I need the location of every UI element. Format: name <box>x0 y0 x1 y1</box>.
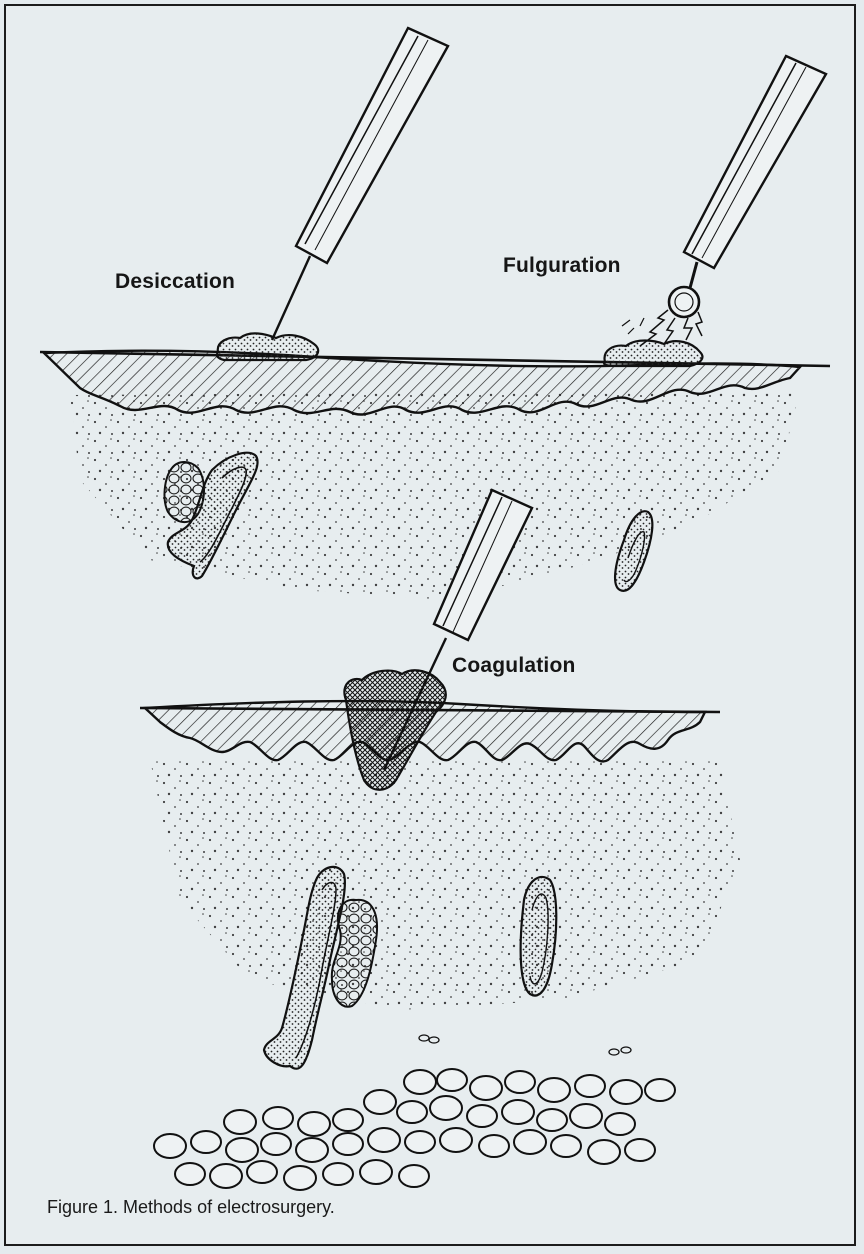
lower-dermis <box>150 760 740 1010</box>
desiccation-crust <box>217 333 318 360</box>
subcutaneous-fat <box>154 1069 675 1190</box>
fulguration-electrode <box>622 56 826 346</box>
desiccation-label: Desiccation <box>115 270 235 294</box>
figure-caption: Figure 1. Methods of electrosurgery. <box>47 1197 335 1218</box>
desiccation-electrode <box>272 28 448 340</box>
coagulation-label: Coagulation <box>452 654 576 678</box>
upper-skin-section <box>40 333 830 600</box>
fulguration-label: Fulguration <box>503 254 621 278</box>
fulguration-crust <box>604 341 702 367</box>
